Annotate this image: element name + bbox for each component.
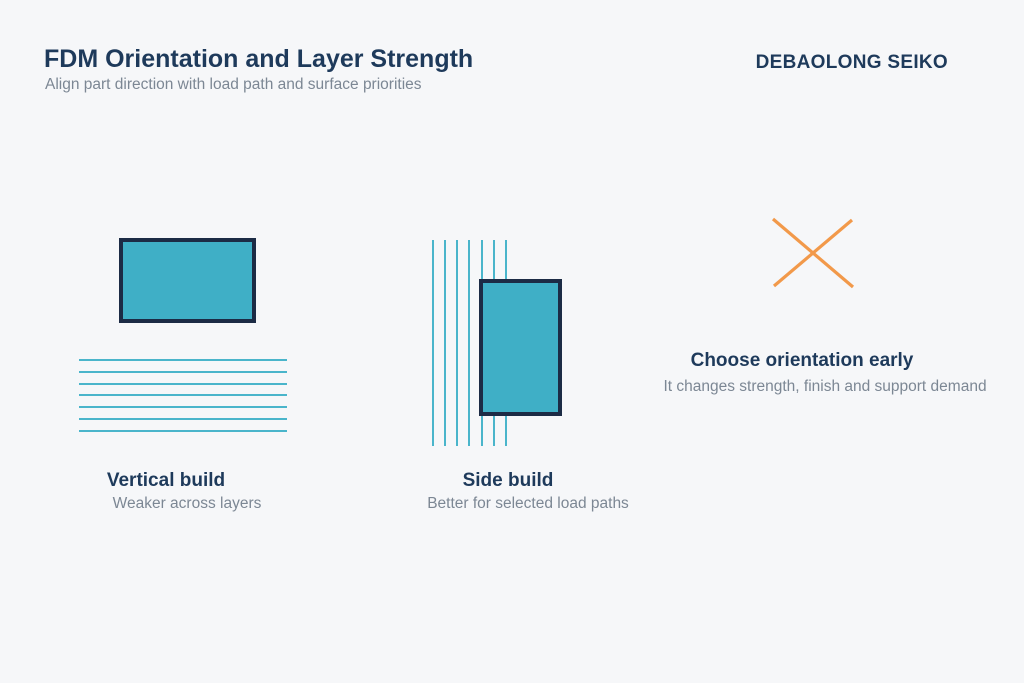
layer-line bbox=[79, 394, 287, 397]
layer-line bbox=[79, 382, 287, 385]
layer-line bbox=[444, 240, 447, 446]
side-build-caption: Better for selected load paths bbox=[427, 495, 629, 512]
layer-line bbox=[79, 418, 287, 421]
layer-line bbox=[79, 359, 287, 361]
vertical-build-block-icon bbox=[119, 238, 256, 323]
page-subtitle: Align part direction with load path and … bbox=[45, 76, 422, 93]
layer-line bbox=[468, 240, 471, 446]
layer-line bbox=[79, 370, 287, 373]
layer-line bbox=[432, 240, 434, 446]
layer-line bbox=[456, 240, 459, 446]
side-build-title: Side build bbox=[462, 470, 554, 491]
brand-name: DEBAOLONG SEIKO bbox=[755, 52, 948, 73]
layer-line bbox=[79, 406, 287, 409]
x-mark-icon bbox=[771, 217, 855, 289]
layer-line bbox=[79, 429, 287, 432]
vertical-build-caption: Weaker across layers bbox=[112, 495, 262, 512]
orientation-advice-title: Choose orientation early bbox=[690, 350, 914, 371]
side-build-block-icon bbox=[479, 279, 562, 416]
page-title: FDM Orientation and Layer Strength bbox=[44, 45, 474, 73]
horizontal-layer-lines-icon bbox=[79, 359, 287, 432]
vertical-build-title: Vertical build bbox=[106, 470, 226, 491]
orientation-advice-caption: It changes strength, finish and support … bbox=[663, 378, 987, 395]
